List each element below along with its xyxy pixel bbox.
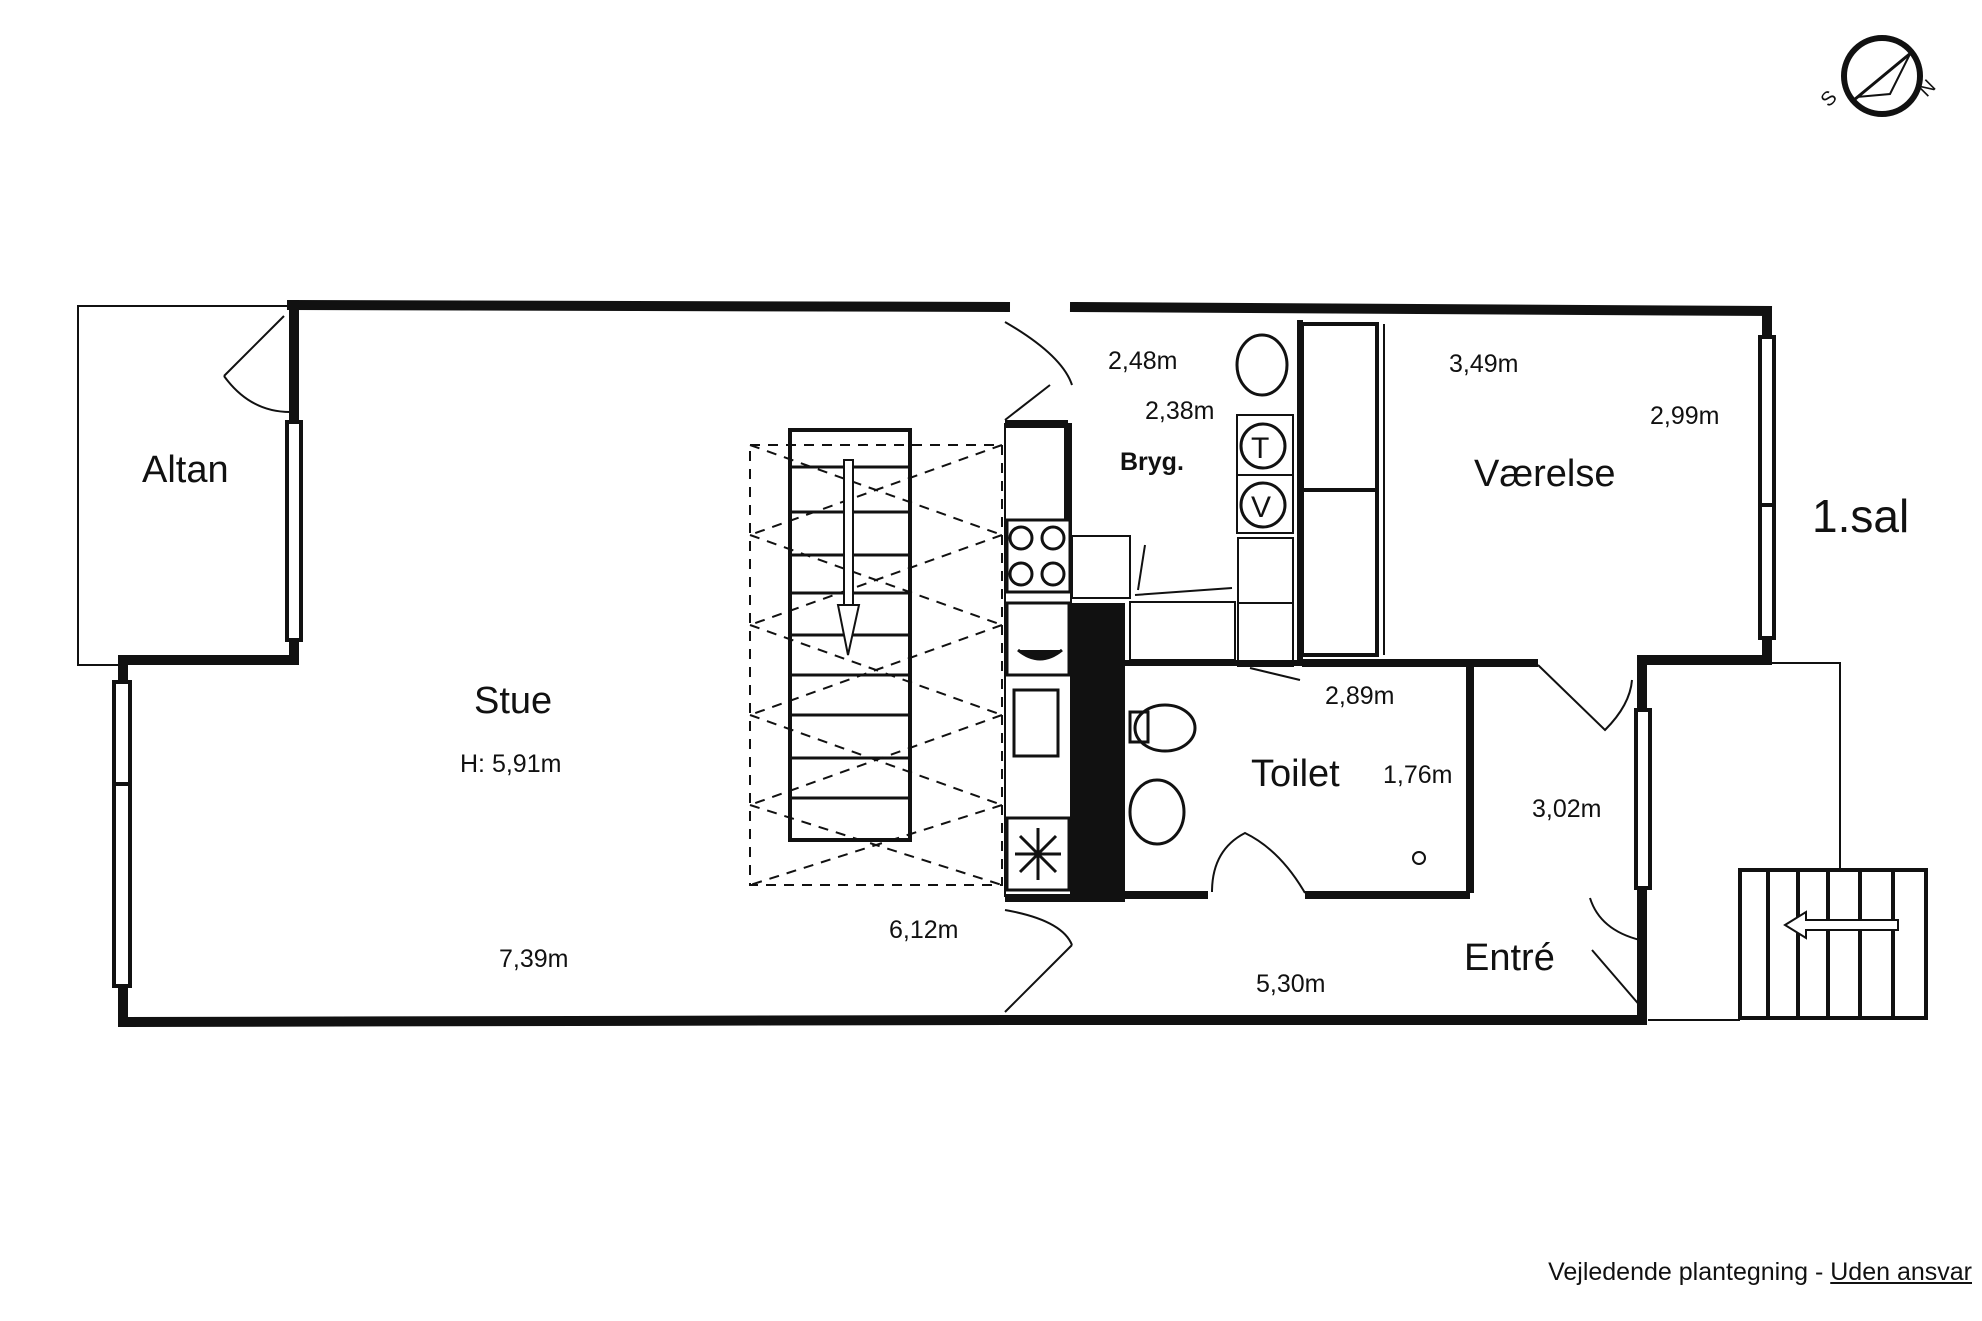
disclaimer-text: Vejledende plantegning -	[1548, 1258, 1831, 1286]
dimension-label: 2,99m	[1650, 402, 1719, 430]
outer-walls	[117, 299, 1773, 1028]
room-label-entre: Entré	[1464, 937, 1555, 979]
stue-height: H: 5,91m	[460, 750, 561, 778]
dimension-label: 3,02m	[1532, 795, 1601, 823]
dimension-label: 6,12m	[889, 916, 958, 944]
dimension-label: 2,89m	[1325, 682, 1394, 710]
dimension-label: 1,76m	[1383, 761, 1452, 789]
washer-label: V	[1251, 491, 1271, 524]
bathroom-fixtures	[1128, 703, 1426, 865]
entry-stairs	[1648, 662, 1928, 1021]
shaft	[1070, 603, 1125, 896]
utility-room	[1134, 322, 1385, 667]
doors	[1004, 321, 1643, 1013]
stairs	[749, 428, 1003, 886]
compass-south: S	[1817, 86, 1842, 111]
dimension-label: 7,39m	[499, 945, 568, 973]
windows	[112, 335, 1776, 988]
balcony-door	[223, 315, 291, 413]
kitchen	[1004, 423, 1236, 897]
disclaimer-link[interactable]: Uden ansvar	[1830, 1258, 1972, 1286]
dimension-label: 2,38m	[1145, 397, 1214, 425]
room-label-bryg: Bryg.	[1120, 448, 1184, 476]
compass-icon: N S	[1817, 35, 1940, 117]
dryer-label: T	[1251, 432, 1269, 465]
room-label-vaerelse: Værelse	[1474, 453, 1616, 495]
room-label-stue: Stue	[474, 680, 552, 722]
floor-label: 1.sal	[1812, 490, 1909, 542]
room-label-toilet: Toilet	[1251, 753, 1340, 795]
dimension-label: 2,48m	[1108, 347, 1177, 375]
room-label-altan: Altan	[142, 449, 229, 491]
dimension-label: 5,30m	[1256, 970, 1325, 998]
disclaimer: Vejledende plantegning - Uden ansvar	[1548, 1258, 1972, 1287]
dimension-label: 3,49m	[1449, 350, 1518, 378]
